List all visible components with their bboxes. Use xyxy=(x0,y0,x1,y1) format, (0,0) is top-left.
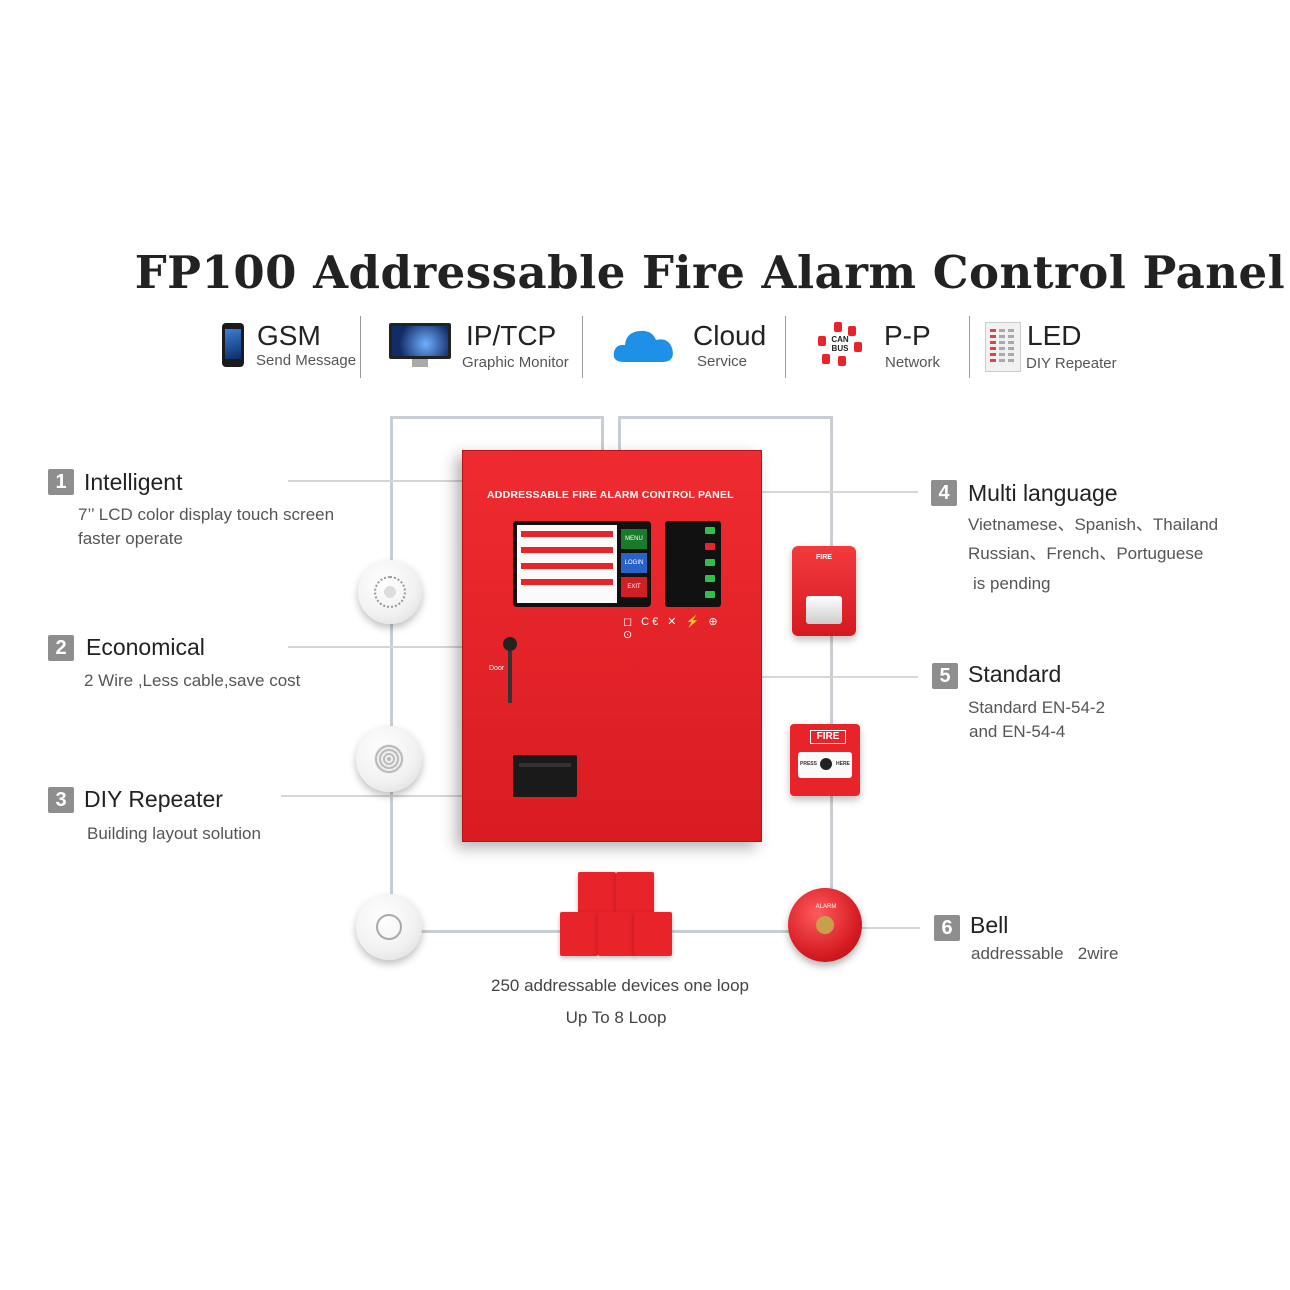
callout-1-line-1: 7’’ LCD color display touch screen xyxy=(78,505,335,524)
monitor-stand-icon xyxy=(412,359,428,367)
callout-1-line-2: faster operate xyxy=(78,529,183,548)
panel-label: ADDRESSABLE FIRE ALARM CONTROL PANEL xyxy=(487,489,734,501)
exit-button[interactable]: EXIT xyxy=(621,577,647,597)
callout-4-line-2: Russian、French、Portuguese xyxy=(968,544,1204,563)
feature-cloud-subtitle: Service xyxy=(697,353,748,370)
callout-1-number: 1 xyxy=(48,469,74,495)
key-icon xyxy=(508,651,512,703)
callout-6-title: Bell xyxy=(970,912,1009,938)
manual-call-point-icon: FIRE PRESS HERE xyxy=(790,724,860,796)
callout-4-number: 4 xyxy=(931,480,957,506)
login-button[interactable]: LOGIN xyxy=(621,553,647,573)
callout-5-title: Standard xyxy=(968,661,1062,687)
callout-4-title: Multi language xyxy=(968,480,1118,506)
callout-5-line-1: Standard EN-54-2 xyxy=(968,698,1106,717)
feature-iptcp-title: IP/TCP xyxy=(466,320,557,351)
callout-1-title: Intelligent xyxy=(84,469,183,495)
door-label: Door xyxy=(489,665,505,672)
divider xyxy=(785,316,786,378)
feature-cloud-title: Cloud xyxy=(693,320,767,351)
callout-6-number: 6 xyxy=(934,915,960,941)
printer-slot xyxy=(513,755,577,797)
callout-4-line-1: Vietnamese、Spanish、Thailand xyxy=(968,515,1219,534)
feature-led-subtitle: DIY Repeater xyxy=(1026,355,1117,372)
callout-6-line-1: addressable 2wire xyxy=(971,944,1119,963)
led-repeater-icon xyxy=(985,322,1021,372)
callout-5-line-2: and EN-54-4 xyxy=(969,722,1066,741)
divider xyxy=(360,316,361,378)
lcd-touch-screen[interactable]: MENU LOGIN EXIT xyxy=(513,521,651,607)
call-point-press: PRESS xyxy=(800,761,817,767)
menu-button[interactable]: MENU xyxy=(621,529,647,549)
feature-iptcp-subtitle: Graphic Monitor xyxy=(462,354,569,371)
feature-led-title: LED xyxy=(1027,320,1082,351)
feature-pp-title: P-P xyxy=(884,320,931,351)
monitor-icon xyxy=(389,323,451,359)
loop-capacity-caption: 250 addressable devices one loop xyxy=(490,976,750,995)
strobe-label: FIRE xyxy=(816,554,832,561)
control-panel: ADDRESSABLE FIRE ALARM CONTROL PANEL MEN… xyxy=(462,450,762,842)
callout-3-line-1: Building layout solution xyxy=(87,824,261,843)
door-key-lock-icon[interactable] xyxy=(503,637,517,651)
callout-5-number: 5 xyxy=(932,663,958,689)
callout-3-title: DIY Repeater xyxy=(84,786,223,812)
divider xyxy=(969,316,970,378)
callout-2-title: Economical xyxy=(86,634,205,660)
callout-2-line-1: 2 Wire ,Less cable,save cost xyxy=(84,671,301,690)
bell-label: ALARM xyxy=(815,904,837,910)
callout-4-line-3: is pending xyxy=(973,574,1051,593)
feature-pp-subtitle: Network xyxy=(885,354,941,371)
smoke-detector-1-icon xyxy=(358,560,422,624)
callout-3-number: 3 xyxy=(48,787,74,813)
divider xyxy=(582,316,583,378)
certification-marks: ◻ C€ ✕ ⚡ ⊕ ⊙ xyxy=(623,616,721,641)
status-indicator-panel xyxy=(665,521,721,607)
can-bus-network-icon: CAN BUS xyxy=(818,322,862,366)
loop-count-caption: Up To 8 Loop xyxy=(565,1008,667,1027)
callout-2-number: 2 xyxy=(48,635,74,661)
smoke-detector-2-icon xyxy=(356,894,422,960)
page-title: FP100 Addressable Fire Alarm Control Pan… xyxy=(134,246,1286,299)
call-point-label: FIRE xyxy=(810,730,846,744)
can-bus-label: CAN BUS xyxy=(831,335,849,353)
strobe-siren-icon: FIRE xyxy=(792,546,856,636)
cloud-icon xyxy=(613,330,673,362)
feature-gsm-subtitle: Send Message xyxy=(256,352,357,369)
heat-detector-icon xyxy=(356,726,422,792)
call-point-here: HERE xyxy=(836,761,850,767)
fire-bell-icon: ALARM xyxy=(788,888,862,962)
smartphone-icon xyxy=(222,323,244,367)
feature-gsm-title: GSM xyxy=(257,320,321,351)
